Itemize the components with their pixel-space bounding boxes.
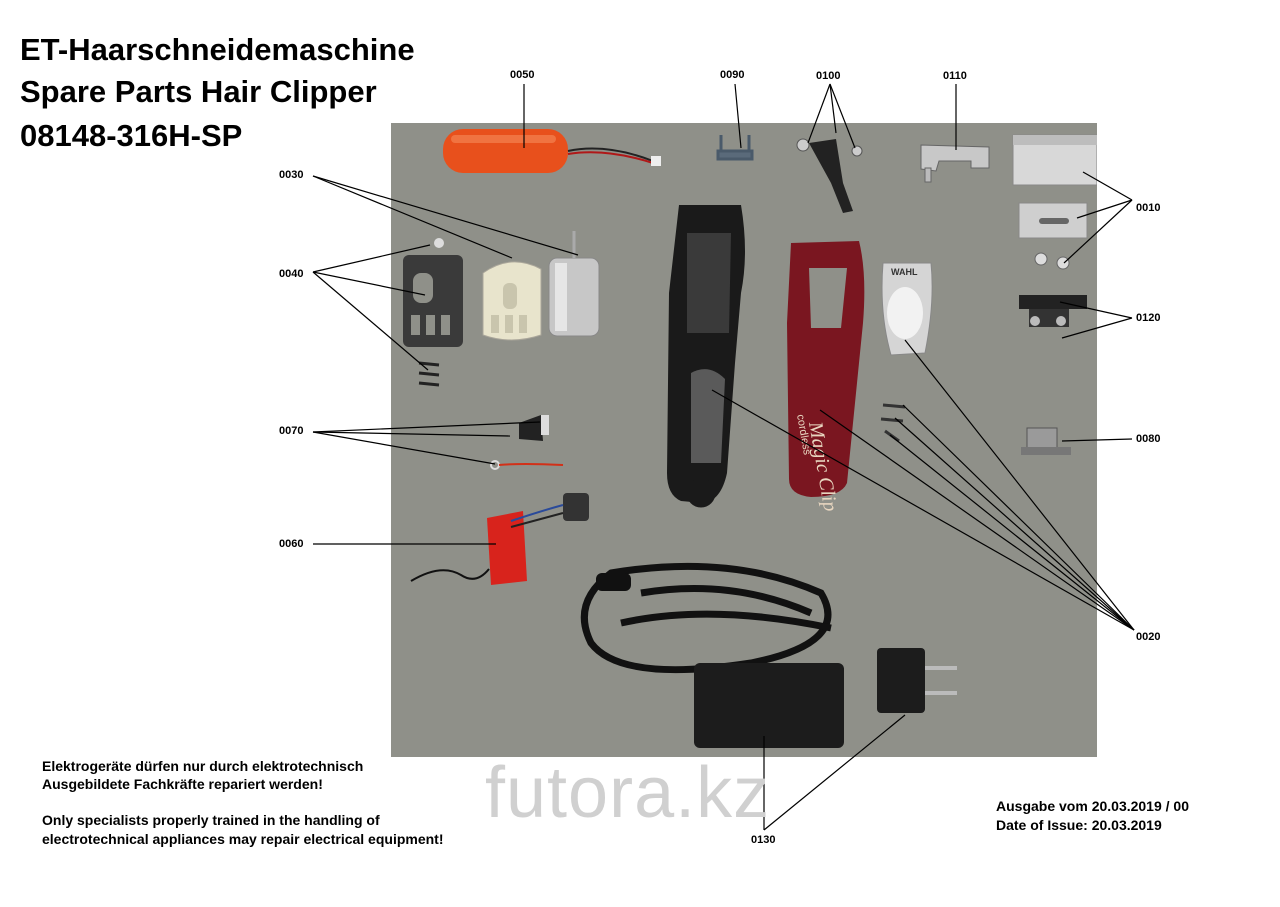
blade-set xyxy=(1012,134,1097,270)
label-0090: 0090 xyxy=(720,69,745,81)
label-0050: 0050 xyxy=(510,69,535,81)
power-adapter xyxy=(580,562,957,748)
label-0120: 0120 xyxy=(1136,312,1161,324)
lever xyxy=(796,138,863,213)
motor-cover xyxy=(482,261,542,341)
issue-line-2: Date of Issue: 20.03.2019 xyxy=(996,817,1162,833)
label-0040: 0040 xyxy=(279,268,304,280)
label-0100: 0100 xyxy=(816,70,841,82)
spring-clip xyxy=(716,135,754,161)
notice-de-line-2: Ausgebildete Fachkräfte repariert werden… xyxy=(42,776,323,792)
watermark: futora.kz xyxy=(485,753,771,833)
parts-photo: Magic Clip cordless WAHL xyxy=(391,123,1097,757)
switch-part xyxy=(490,415,564,470)
title-line-1: ET-Haarschneidemaschine xyxy=(20,32,415,67)
title-line-3: 08148-316H-SP xyxy=(20,118,243,153)
title-line-2: Spare Parts Hair Clipper xyxy=(20,74,377,109)
label-0130: 0130 xyxy=(751,834,776,846)
motor-frame xyxy=(403,238,463,387)
label-0080: 0080 xyxy=(1136,433,1161,445)
notice-en-line-1: Only specialists properly trained in the… xyxy=(42,812,380,828)
battery xyxy=(443,129,661,173)
motor xyxy=(548,231,600,337)
notice-de-line-1: Elektrogeräte dürfen nur durch elektrote… xyxy=(42,758,364,774)
label-0070: 0070 xyxy=(279,425,304,437)
wahl-logo-text: WAHL xyxy=(891,267,918,277)
blade-guide xyxy=(1019,295,1087,327)
lock-part xyxy=(1021,427,1071,455)
label-0020: 0020 xyxy=(1136,631,1161,643)
chrome-cover: WAHL xyxy=(881,262,933,356)
label-0030: 0030 xyxy=(279,169,304,181)
label-0110: 0110 xyxy=(943,70,967,82)
label-0060: 0060 xyxy=(279,538,304,550)
housing-lower xyxy=(667,205,745,508)
label-0010: 0010 xyxy=(1136,202,1161,214)
pcb xyxy=(410,493,589,585)
notice-en-line-2: electrotechnical appliances may repair e… xyxy=(42,831,444,847)
metal-bracket xyxy=(920,144,990,183)
issue-line-1: Ausgabe vom 20.03.2019 / 00 xyxy=(996,798,1189,814)
